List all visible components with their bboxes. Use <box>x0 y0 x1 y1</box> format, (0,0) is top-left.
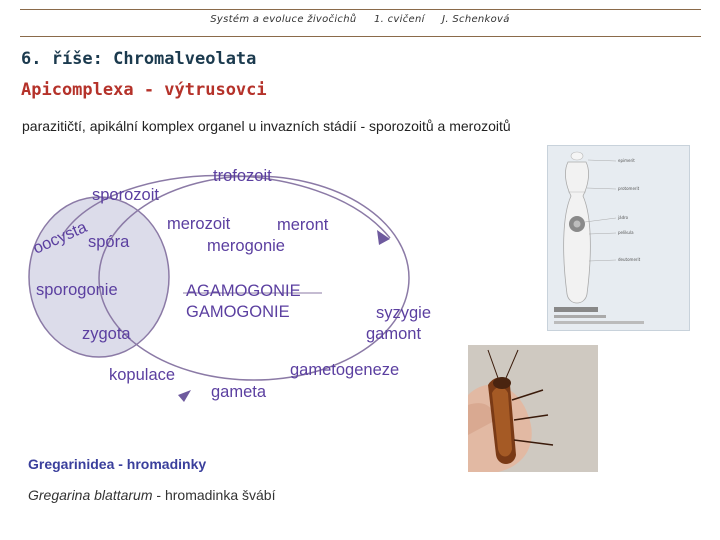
label-kopulace: kopulace <box>109 366 175 384</box>
micro-label-deutomerit: deutomerit <box>618 257 641 262</box>
micro-label-protomerit: protomerit <box>618 186 640 191</box>
label-meront: meront <box>277 216 329 234</box>
life-cycle-diagram: trofozoit sporozoit merozoit meront mero… <box>28 167 431 402</box>
header-top-rule <box>20 9 701 10</box>
slide-header: Systém a evoluce živočichů 1. cvičení J.… <box>0 14 720 25</box>
label-sporozoit: sporozoit <box>92 186 159 204</box>
label-trofozoit: trofozoit <box>213 167 272 185</box>
label-merozoit: merozoit <box>167 215 231 233</box>
caption-species-latin: Gregarina blattarum <box>28 487 153 503</box>
label-merogonie: merogonie <box>207 237 285 255</box>
label-zygota: zygota <box>82 325 131 343</box>
micrograph-caption <box>554 307 644 324</box>
asexual-cycle-ellipse <box>98 175 410 381</box>
label-agamogonie: AGAMOGONIE <box>186 282 301 300</box>
cycle-arrow-bottom <box>178 390 191 402</box>
cockroach-on-hand-photo <box>468 345 598 472</box>
gregarine-body-illustration <box>563 151 617 304</box>
header-bottom-rule <box>20 36 701 37</box>
gregarine-micrograph: epimerit protomerit jádro pelikula deuto… <box>547 145 690 331</box>
merogony-loop <box>61 174 391 239</box>
micro-label-pelikula: pelikula <box>618 230 634 235</box>
label-gameta: gameta <box>211 383 267 401</box>
label-spora: spóra <box>88 233 130 251</box>
header-course: Systém a evoluce živočichů <box>210 14 357 25</box>
description-text: parazitičtí, apikální komplex organel u … <box>22 118 511 134</box>
page-subtitle: Apicomplexa - výtrusovci <box>21 80 267 100</box>
page-title: 6. říše: Chromalveolata <box>21 49 257 69</box>
label-gamont: gamont <box>366 325 421 343</box>
label-sporogonie: sporogonie <box>36 281 118 299</box>
label-gametogeneze: gametogeneze <box>290 361 399 379</box>
header-author: J. Schenková <box>442 14 510 25</box>
label-gamogonie: GAMOGONIE <box>186 303 290 321</box>
cockroach-photo-illustration <box>468 345 598 472</box>
micro-label-epimerit: epimerit <box>618 158 635 163</box>
caption-group-name: Gregarinidea - hromadinky <box>28 456 207 472</box>
label-syzygie: syzygie <box>376 304 431 322</box>
micro-label-jadro: jádro <box>618 215 629 220</box>
cycle-arrow-right <box>377 230 390 245</box>
caption-species-common: - hromadinka švábí <box>152 487 276 503</box>
header-exercise: 1. cvičení <box>374 14 425 25</box>
caption-species-name: Gregarina blattarum - hromadinka švábí <box>28 487 275 503</box>
